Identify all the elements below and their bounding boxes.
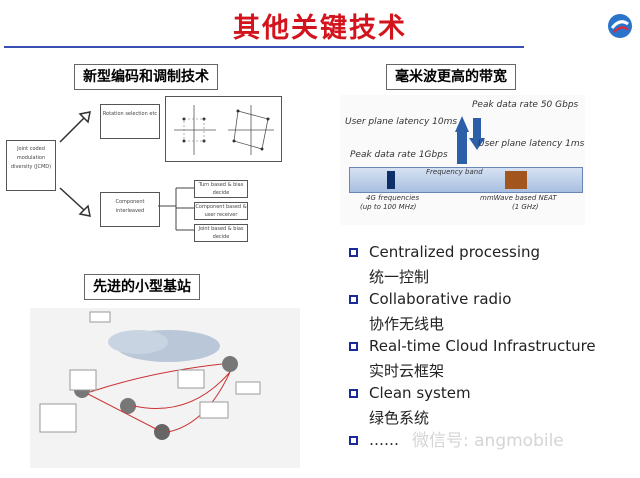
bullet-en: Collaborative radio (369, 290, 512, 308)
sub-box-2: Component based & user receiver (194, 202, 248, 220)
frequency-band-bar (349, 167, 583, 193)
bullet-square-icon (349, 389, 358, 398)
bullet-square-icon (349, 436, 358, 445)
latency-10-label: User plane latency 10ms (345, 117, 458, 127)
bullet-zh: 协作无线电 (369, 315, 445, 333)
bullet-item: Real-time Cloud Infrastructure 实时云框架 (349, 337, 609, 384)
bullet-zh: 实时云框架 (369, 362, 445, 380)
latency-1-label: User plane latency 1ms (478, 139, 585, 149)
mmwave-label: mmWave based NEAT (480, 194, 557, 202)
watermark: 微信号: angmobile (412, 431, 564, 451)
sub-box-3: Joint based & bias decide (194, 224, 248, 242)
connector-lines (158, 187, 194, 231)
section-smallcell-label: 先进的小型基站 (84, 274, 200, 300)
bullet-en: Real-time Cloud Infrastructure (369, 337, 596, 355)
slide-title: 其他关键技术 (233, 13, 407, 44)
bullet-item: Centralized processing 统一控制 (349, 243, 609, 290)
rate-arrows (455, 116, 485, 164)
bullet-item: Clean system 绿色系统 (349, 384, 609, 431)
arrow-icons (59, 111, 91, 217)
bullet-list: Centralized processing 统一控制 Collaborativ… (349, 243, 609, 478)
mmwave-sub-label: (1 GHz) (512, 203, 539, 211)
component-box: Component interleaved (100, 192, 160, 227)
bullet-square-icon (349, 248, 358, 257)
section-coding-label: 新型编码和调制技术 (74, 64, 218, 90)
network-illustration (30, 308, 300, 468)
bullet-square-icon (349, 295, 358, 304)
bullet-en: …… (369, 431, 399, 449)
bullet-zh: 统一控制 (369, 268, 430, 286)
lte-sub-label: (up to 100 MHz) (360, 203, 417, 211)
logo-icon (608, 14, 632, 38)
constellation-plot (165, 96, 282, 162)
band-label: Frequency band (426, 168, 483, 176)
bullet-en: Clean system (369, 384, 471, 402)
mmwave-block (505, 171, 527, 189)
jcmd-box: Joint coded modulation diversity (JCMD) (6, 140, 56, 191)
bullet-square-icon (349, 342, 358, 351)
peak-50-label: Peak data rate 50 Gbps (472, 100, 579, 110)
bullet-en: Centralized processing (369, 243, 541, 261)
bullet-zh: 绿色系统 (369, 409, 430, 427)
bullet-item: Collaborative radio 协作无线电 (349, 290, 609, 337)
bullet-item: …… (349, 431, 609, 478)
title-rule (4, 46, 524, 48)
peak-1-label: Peak data rate 1Gbps (350, 150, 448, 160)
lte-block (387, 171, 395, 189)
lte-label: 4G frequencies (366, 194, 420, 202)
section-mmwave-label: 毫米波更高的带宽 (386, 64, 516, 90)
rotation-box: Rotation selection etc (100, 104, 160, 139)
sub-box-1: Turn based & bias decide (194, 180, 248, 198)
